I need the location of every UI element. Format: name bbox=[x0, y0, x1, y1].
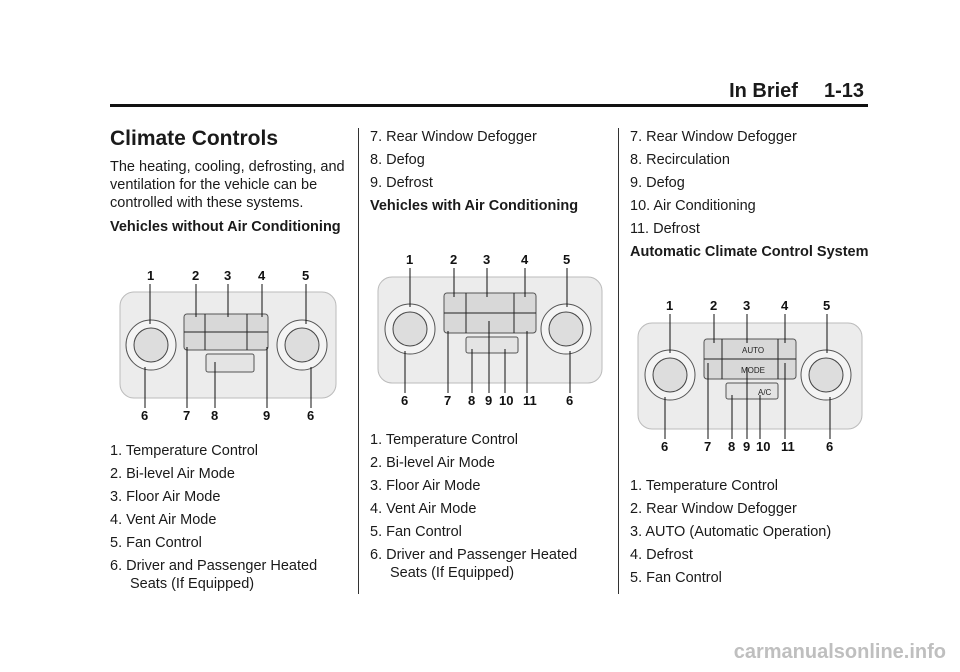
legend-item: 2. Bi-level Air Mode bbox=[370, 455, 495, 471]
climate-panel-no-ac-figure: 1 2 3 4 5 6 7 8 9 6 bbox=[119, 268, 337, 423]
fig-callout: 8 bbox=[468, 393, 475, 408]
column-2: 7. Rear Window Defogger 8. Defog 9. Defr… bbox=[370, 128, 610, 587]
fig-callout: 9 bbox=[743, 439, 750, 454]
fig-callout: 3 bbox=[743, 298, 750, 313]
fig-callout: 5 bbox=[563, 252, 570, 267]
fig-callout: 11 bbox=[781, 439, 795, 454]
fig-callout: 10 bbox=[499, 393, 513, 408]
fig-callout: 2 bbox=[710, 298, 717, 313]
fig-callout: 6 bbox=[141, 408, 148, 423]
fig-callout: 6 bbox=[826, 439, 833, 454]
fig-callout: 2 bbox=[450, 252, 457, 267]
legend-item: 8. Defog bbox=[370, 152, 425, 168]
legend-item: 10. Air Conditioning bbox=[630, 198, 756, 214]
legend-item: 8. Recirculation bbox=[630, 152, 730, 168]
fig-callout: 9 bbox=[485, 393, 492, 408]
legend-item: 3. Floor Air Mode bbox=[370, 478, 481, 494]
ac-recirc-buttons bbox=[465, 336, 519, 354]
fig-callout: 3 bbox=[224, 268, 231, 283]
fig-callout: 4 bbox=[781, 298, 789, 313]
mode-button-label: MODE bbox=[741, 366, 765, 375]
legend-item: 11. Defrost bbox=[630, 221, 700, 237]
legend-item: 2. Bi-level Air Mode bbox=[110, 466, 235, 482]
legend-item: 5. Fan Control bbox=[630, 570, 722, 586]
fig-callout: 2 bbox=[192, 268, 199, 283]
legend-item: 9. Defog bbox=[630, 175, 685, 191]
column-1: Climate Controls The heating, cooling, d… bbox=[110, 128, 345, 598]
fig-callout: 1 bbox=[147, 268, 154, 283]
legend-item: 5. Fan Control bbox=[110, 535, 202, 551]
intro-text: The heating, cooling, defrosting, and ve… bbox=[110, 159, 345, 211]
subhead-with-ac: Vehicles with Air Conditioning bbox=[370, 198, 579, 214]
legend-item: 1. Temperature Control bbox=[110, 443, 259, 459]
fig-callout: 1 bbox=[666, 298, 673, 313]
legend-item: 5. Fan Control bbox=[370, 524, 462, 540]
legend-item: 1. Temperature Control bbox=[370, 432, 519, 448]
legend-item: 7. Rear Window Defogger bbox=[630, 129, 797, 145]
legend-item: 4. Defrost bbox=[630, 547, 693, 563]
climate-panel-auto-figure: 1 2 3 4 5 6 7 8 9 10 11 6 AUTO MOD bbox=[637, 298, 863, 454]
fig-callout: 7 bbox=[183, 408, 190, 423]
fig-callout: 6 bbox=[401, 393, 408, 408]
fig-callout: 7 bbox=[444, 393, 451, 408]
legend-item: 4. Vent Air Mode bbox=[370, 501, 477, 517]
fig-callout: 8 bbox=[728, 439, 735, 454]
fig-callout: 4 bbox=[258, 268, 266, 283]
fig-callout: 8 bbox=[211, 408, 218, 423]
legend-item: 1. Temperature Control bbox=[630, 478, 779, 494]
fig-callout: 5 bbox=[302, 268, 309, 283]
fig-callout: 3 bbox=[483, 252, 490, 267]
subhead-auto-climate: Automatic Climate Control System bbox=[630, 244, 869, 260]
page-number: 1-13 bbox=[823, 80, 864, 102]
fig-callout: 6 bbox=[566, 393, 573, 408]
section-title: In Brief bbox=[729, 80, 798, 102]
legend-item: 3. Floor Air Mode bbox=[110, 489, 221, 505]
legend-item: 6. Driver and Passenger Heated Seats (If… bbox=[110, 558, 318, 592]
fig-callout: 4 bbox=[521, 252, 529, 267]
legend-item: 3. AUTO (Automatic Operation) bbox=[630, 524, 832, 540]
fig-callout: 7 bbox=[704, 439, 711, 454]
legend-item: 9. Defrost bbox=[370, 175, 433, 191]
climate-panel-ac-figure: 1 2 3 4 5 6 7 8 9 10 11 6 bbox=[377, 252, 603, 408]
legend-item: 6. Driver and Passenger Heated Seats (If… bbox=[370, 547, 578, 581]
fig-callout: 9 bbox=[263, 408, 270, 423]
watermark: carmanualsonline.info bbox=[733, 641, 946, 663]
fig-callout: 5 bbox=[823, 298, 830, 313]
legend-item: 2. Rear Window Defogger bbox=[630, 501, 797, 517]
fig-callout: 6 bbox=[307, 408, 314, 423]
column-divider bbox=[358, 128, 359, 594]
column-3: 7. Rear Window Defogger 8. Recirculation… bbox=[630, 128, 870, 592]
fig-callout: 6 bbox=[661, 439, 668, 454]
ac-recirc-buttons bbox=[725, 382, 779, 400]
header-rule bbox=[110, 104, 868, 107]
fig-callout: 11 bbox=[523, 393, 537, 408]
column-divider bbox=[618, 128, 619, 594]
ac-button-label: A/C bbox=[758, 388, 772, 397]
auto-button-label: AUTO bbox=[742, 346, 764, 355]
legend-item: 7. Rear Window Defogger bbox=[370, 129, 537, 145]
subhead-no-ac: Vehicles without Air Conditioning bbox=[110, 219, 341, 235]
page-header: In Brief 1-13 bbox=[729, 80, 864, 103]
fig-callout: 10 bbox=[756, 439, 770, 454]
page-title: Climate Controls bbox=[110, 127, 279, 150]
fig-callout: 1 bbox=[406, 252, 413, 267]
legend-item: 4. Vent Air Mode bbox=[110, 512, 217, 528]
defog-button bbox=[205, 353, 255, 373]
